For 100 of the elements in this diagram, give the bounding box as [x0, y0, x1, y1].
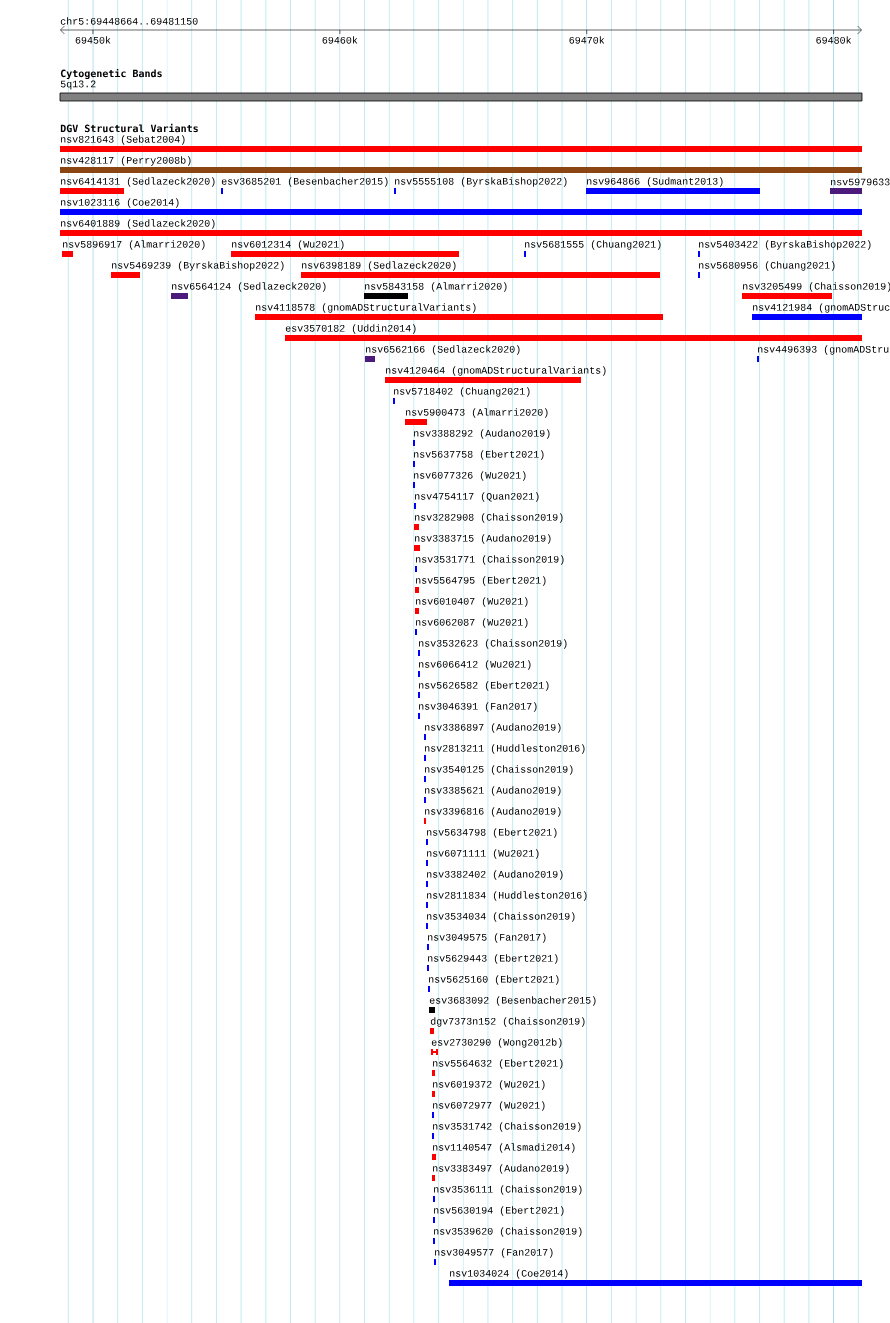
- node-label: nsv3049577 (Fan2017): [435, 1248, 553, 1258]
- variant-feature: nsv5629443 (Ebert2021): [427, 954, 558, 971]
- variant-feature: nsv6401889 (Sedlazeck2020): [60, 219, 862, 236]
- variant-feature: nsv5843158 (Almarri2020): [364, 282, 507, 299]
- node-label: nsv5843158 (Almarri2020): [365, 282, 507, 292]
- node-label: nsv6012314 (Wu2021): [232, 240, 344, 250]
- coordinate-label: chr5:69448664..69481150: [60, 17, 198, 25]
- node-label: nsv6414131 (Sedlazeck2020): [61, 177, 215, 187]
- variant-feature: nsv3396816 (Audano2019): [424, 807, 561, 824]
- node-label: nsv5637758 (Ebert2021): [414, 450, 544, 460]
- node-label: nsv6564124 (Sedlazeck2020): [172, 282, 326, 292]
- variant-feature: nsv3536111 (Chaisson2019): [433, 1185, 582, 1202]
- variant-feature: nsv5681555 (Chuang2021): [524, 240, 661, 257]
- node-label: nsv5630194 (Ebert2021): [434, 1206, 564, 1216]
- node-label: nsv1034024 (Coe2014): [450, 1269, 568, 1279]
- variant-feature: nsv2811834 (Huddleston2016): [426, 891, 587, 908]
- variant-feature: nsv5469239 (ByrskaBishop2022): [111, 261, 284, 278]
- node-label: nsv3531742 (Chaisson2019): [433, 1122, 581, 1132]
- node-label: nsv5625160 (Ebert2021): [429, 975, 559, 985]
- tick-label: 69450k: [75, 36, 111, 44]
- variant-feature: nsv3534034 (Chaisson2019): [426, 912, 575, 929]
- variant-feature: nsv6077326 (Wu2021): [413, 471, 526, 488]
- variant-feature: nsv3046391 (Fan2017): [418, 702, 537, 719]
- node-label: nsv3536111 (Chaisson2019): [434, 1185, 582, 1195]
- variant-feature: nsv6564124 (Sedlazeck2020): [171, 282, 326, 299]
- node-label: nsv3205499 (Chaisson2019): [743, 282, 890, 292]
- node-label: nsv3383715 (Audano2019): [415, 534, 551, 544]
- variant-feature: nsv3383497 (Audano2019): [432, 1164, 569, 1181]
- variant-feature: nsv3282908 (Chaisson2019): [414, 513, 563, 530]
- variant-feature: nsv6072977 (Wu2021): [432, 1101, 545, 1118]
- variant-feature: nsv4118578 (gnomADStructuralVariants): [255, 303, 663, 320]
- node-label: nsv3282908 (Chaisson2019): [415, 513, 563, 523]
- variant-feature: dgv7373n152 (Chaisson2019): [430, 1017, 585, 1034]
- node-label: nsv4754117 (Quan2021): [415, 492, 539, 502]
- node-label: nsv5626582 (Ebert2021): [419, 681, 549, 691]
- variant-feature: nsv5634798 (Ebert2021): [426, 828, 557, 845]
- node-label: nsv6066412 (Wu2021): [419, 660, 531, 670]
- variant-feature: nsv428117 (Perry2008b): [60, 156, 862, 173]
- variant-feature: nsv3532623 (Chaisson2019): [418, 639, 567, 656]
- variant-feature: nsv5979633: [830, 178, 890, 194]
- variant-feature: nsv964866 (Sudmant2013): [586, 177, 760, 194]
- variant-feature: nsv5900473 (Almarri2020): [405, 408, 548, 425]
- node-label: nsv5564632 (Ebert2021): [433, 1059, 563, 1069]
- node-label: nsv6077326 (Wu2021): [414, 471, 526, 481]
- variant-feature: nsv5403422 (ByrskaBishop2022): [698, 240, 871, 257]
- track-heading: Cytogenetic Bands: [60, 68, 162, 80]
- cytoband-bar: 5q13.2: [59, 80, 863, 102]
- node-label: nsv5680956 (Chuang2021): [699, 261, 835, 271]
- variant-feature: nsv1140547 (Alsmadi2014): [432, 1143, 575, 1160]
- variant-feature: esv3570182 (Uddin2014): [285, 324, 862, 341]
- variant-feature: nsv3539620 (Chaisson2019): [433, 1227, 582, 1244]
- variant-feature: nsv6012314 (Wu2021): [231, 240, 459, 257]
- variant-feature: nsv5564632 (Ebert2021): [432, 1059, 563, 1076]
- variant-feature: nsv4754117 (Quan2021): [414, 492, 539, 509]
- node-label: nsv3388292 (Audano2019): [414, 429, 550, 439]
- variant-feature: nsv3205499 (Chaisson2019): [742, 282, 890, 299]
- node-label: nsv428117 (Perry2008b): [61, 156, 191, 166]
- node-label: nsv5681555 (Chuang2021): [525, 240, 661, 250]
- node-label: nsv6562166 (Sedlazeck2020): [366, 345, 520, 355]
- node-label: nsv3539620 (Chaisson2019): [434, 1227, 582, 1237]
- variant-feature: nsv3382402 (Audano2019): [426, 870, 563, 887]
- node-label: nsv3046391 (Fan2017): [419, 702, 537, 712]
- variant-feature: nsv5625160 (Ebert2021): [428, 975, 559, 992]
- variant-feature: nsv1023116 (Coe2014): [60, 198, 862, 215]
- variant-feature: nsv3531742 (Chaisson2019): [432, 1122, 581, 1139]
- node-label: nsv4496393 (gnomADStru: [758, 345, 889, 355]
- variant-feature: esv3685201 (Besenbacher2015): [221, 177, 388, 194]
- node-label: nsv3396816 (Audano2019): [425, 807, 561, 817]
- variant-feature: nsv6398189 (Sedlazeck2020): [301, 261, 660, 278]
- node-label: esv2730290 (Wong2012b): [431, 1038, 562, 1048]
- node-label: 5q13.2: [60, 80, 96, 90]
- variant-feature: nsv6062087 (Wu2021): [415, 618, 528, 635]
- node-label: nsv6010407 (Wu2021): [416, 597, 528, 607]
- node-label: nsv6398189 (Sedlazeck2020): [302, 261, 456, 271]
- node-label: nsv3540125 (Chaisson2019): [425, 765, 573, 775]
- tick-label: 69470k: [569, 36, 605, 44]
- node-label: nsv3382402 (Audano2019): [427, 870, 563, 880]
- node-label: nsv5634798 (Ebert2021): [427, 828, 557, 838]
- variant-feature: nsv5564795 (Ebert2021): [415, 576, 546, 593]
- variant-feature: nsv6562166 (Sedlazeck2020): [365, 345, 520, 362]
- variant-feature: nsv6414131 (Sedlazeck2020): [60, 177, 215, 194]
- node-label: nsv1023116 (Coe2014): [61, 198, 179, 208]
- node-label: nsv5629443 (Ebert2021): [428, 954, 558, 964]
- node-label: nsv2813211 (Huddleston2016): [425, 744, 585, 754]
- variant-feature: nsv6071111 (Wu2021): [426, 849, 539, 866]
- track-heading: DGV Structural Variants: [60, 123, 198, 133]
- node-label: nsv821643 (Sebat2004): [61, 135, 185, 145]
- variant-feature: nsv3531771 (Chaisson2019): [415, 555, 564, 572]
- node-label: nsv4118578 (gnomADStructuralVariants): [256, 303, 476, 313]
- variant-feature: nsv5630194 (Ebert2021): [433, 1206, 564, 1223]
- variant-feature: nsv4496393 (gnomADStru: [757, 345, 889, 362]
- variant-feature: nsv5555108 (ByrskaBishop2022): [394, 177, 567, 194]
- variant-feature: nsv3383715 (Audano2019): [414, 534, 551, 551]
- node-label: nsv3534034 (Chaisson2019): [427, 912, 575, 922]
- tick-label: 69460k: [322, 36, 358, 44]
- node-label: nsv6071111 (Wu2021): [427, 849, 539, 859]
- node-label: nsv6019372 (Wu2021): [433, 1080, 545, 1090]
- node-label: nsv3532623 (Chaisson2019): [419, 639, 567, 649]
- variant-feature: nsv5718402 (Chuang2021): [393, 387, 530, 404]
- variant-feature: nsv5626582 (Ebert2021): [418, 681, 549, 698]
